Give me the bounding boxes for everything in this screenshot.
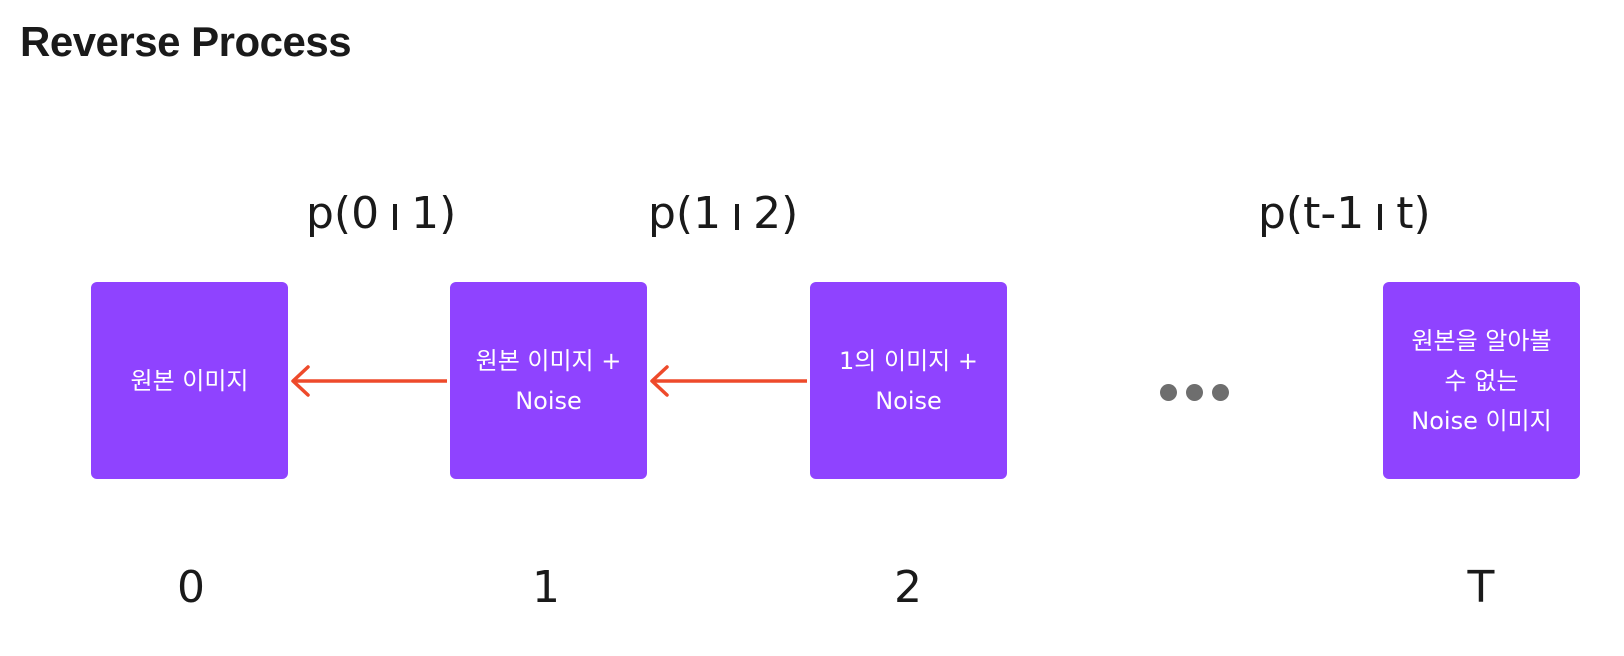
box-1-noisy-image: 원본 이미지 + Noise [450, 282, 647, 479]
box-0-original-image: 원본 이미지 [91, 282, 288, 479]
box-t-pure-noise-image: 원본을 알아볼 수 없는 Noise 이미지 [1383, 282, 1580, 479]
prob-2-left: p(t-1 [1258, 188, 1365, 239]
box-2-line-1: 1의 이미지 + [839, 346, 978, 375]
given-bar-icon [1378, 204, 1383, 230]
prob-1-left: p(1 [648, 188, 722, 239]
ellipsis-dot [1160, 384, 1177, 401]
given-bar-icon [735, 204, 740, 230]
prob-label-t-1-given-t: p(t-1 t) [1258, 186, 1431, 242]
box-2-line-2: Noise [875, 386, 942, 415]
box-t-line-1: 원본을 알아볼 [1411, 326, 1552, 355]
prob-0-right: 1) [411, 188, 457, 239]
box-t-line-3: Noise 이미지 [1411, 406, 1552, 435]
page-title: Reverse Process [20, 18, 352, 65]
step-label-2: 2 [894, 562, 922, 613]
arrow-1-to-0 [291, 365, 447, 397]
prob-label-0-given-1: p(0 1) [306, 186, 456, 242]
arrow-2-to-1 [650, 365, 807, 397]
prob-1-right: 2) [753, 188, 799, 239]
box-2-noisy-image: 1의 이미지 + Noise [810, 282, 1007, 479]
step-label-0: 0 [177, 562, 205, 613]
box-t-line-2: 수 없는 [1444, 366, 1519, 395]
box-1-line-2: Noise [515, 386, 582, 415]
box-1-line-1: 원본 이미지 + [475, 346, 622, 375]
ellipsis-icon [1155, 384, 1235, 404]
step-label-1: 1 [532, 562, 560, 613]
box-0-line-1: 원본 이미지 [130, 366, 249, 395]
ellipsis-dot [1212, 384, 1229, 401]
prob-label-1-given-2: p(1 2) [648, 186, 798, 242]
step-label-t: T [1467, 562, 1495, 613]
prob-0-left: p(0 [306, 188, 380, 239]
ellipsis-dot [1186, 384, 1203, 401]
given-bar-icon [393, 204, 398, 230]
prob-2-right: t) [1396, 188, 1431, 239]
